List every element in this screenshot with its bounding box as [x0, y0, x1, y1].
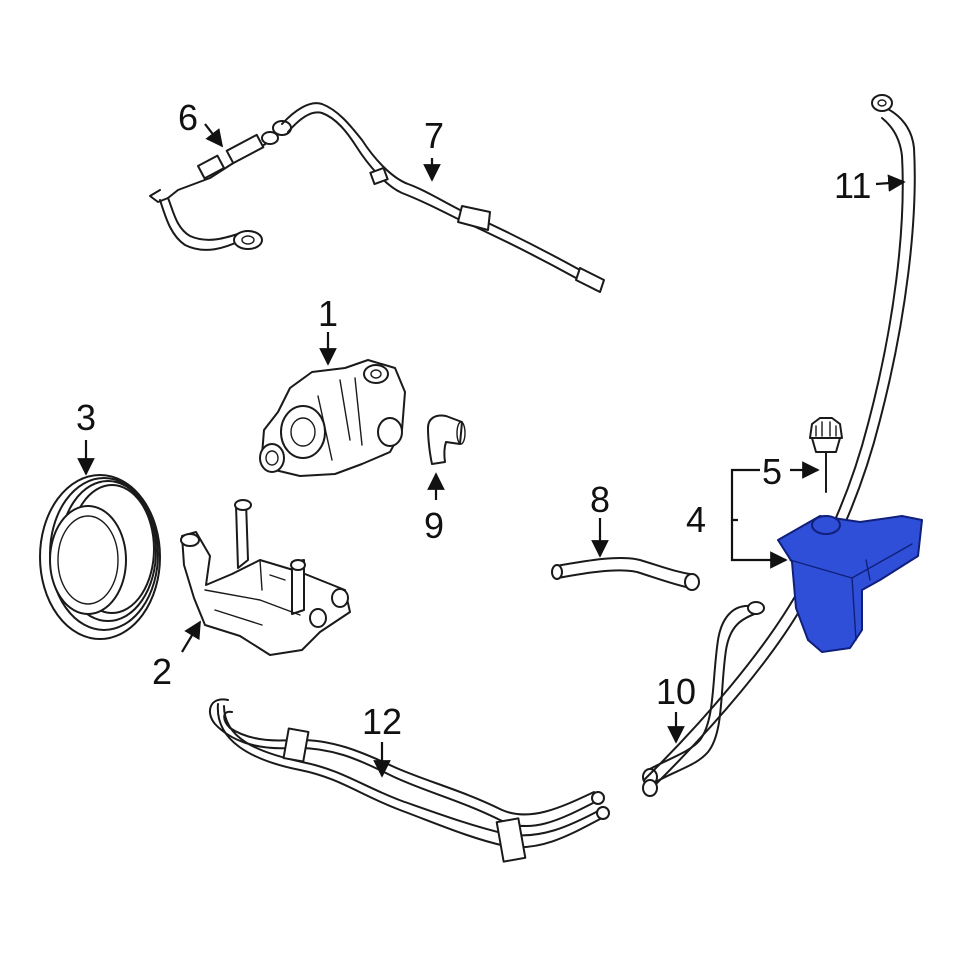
callout-labels: 1 2 3 4 5 6 7 8 9 10 11 12 — [76, 97, 871, 742]
arrow-11 — [875, 174, 906, 192]
callout-10: 10 — [656, 671, 696, 712]
callout-3: 3 — [76, 397, 96, 438]
part-10-hose[interactable] — [642, 601, 765, 786]
arrow-2 — [181, 620, 201, 653]
callout-8: 8 — [590, 479, 610, 520]
bracket-4-top — [730, 468, 760, 522]
callout-4: 4 — [686, 499, 706, 540]
part-12-cooler-line[interactable] — [208, 698, 610, 863]
callout-7: 7 — [424, 115, 444, 156]
callout-2: 2 — [152, 651, 172, 692]
callout-6: 6 — [178, 97, 198, 138]
callout-arrows — [77, 123, 906, 778]
part-5-cap[interactable] — [809, 417, 843, 493]
part-9-elbow[interactable] — [427, 414, 466, 465]
callout-11: 11 — [834, 165, 871, 206]
arrow-4 — [730, 520, 788, 569]
part-7-line[interactable] — [281, 102, 605, 293]
callout-5: 5 — [762, 451, 782, 492]
part-3-pulley[interactable] — [39, 474, 161, 640]
callout-12: 12 — [362, 701, 402, 742]
arrow-6 — [204, 123, 224, 148]
part-11-hose[interactable] — [642, 94, 916, 797]
part-2-bracket[interactable] — [180, 499, 351, 656]
part-8-hose[interactable] — [551, 556, 700, 591]
reservoir-body[interactable] — [777, 515, 923, 653]
part-6-hose[interactable] — [149, 120, 292, 251]
callout-1: 1 — [318, 293, 338, 334]
part-1-pump[interactable] — [259, 359, 406, 477]
part-4-reservoir[interactable] — [777, 515, 923, 653]
callout-9: 9 — [424, 505, 444, 546]
